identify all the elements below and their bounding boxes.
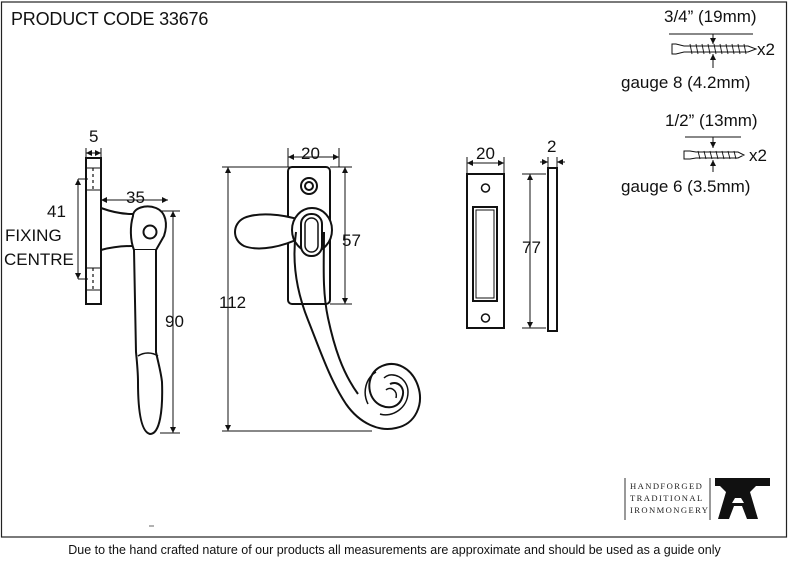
keep-side-plate: [547, 167, 558, 332]
screw-large: [669, 33, 758, 68]
screw-small: [683, 136, 746, 172]
dim-keep-thickness: 2: [547, 137, 557, 156]
screw-large-gauge: gauge 8 (4.2mm): [621, 73, 751, 92]
dim-fixing-centre-value: 41: [47, 202, 66, 221]
diagram-frame: PRODUCT CODE 33676 5 35 41 FIXING CENTRE…: [0, 1, 788, 538]
fixing-label-line1: FIXING: [5, 226, 62, 245]
brand-line1: HANDFORGED: [630, 481, 704, 491]
screw-large-qty: x2: [757, 40, 775, 59]
dim-handle-length: 90: [165, 312, 184, 331]
fixing-label-line2: CENTRE: [4, 250, 74, 269]
keep-side-view: [522, 157, 565, 332]
dim-keep-height: 77: [522, 238, 541, 257]
keep-front-view: [466, 157, 505, 329]
technical-drawing: [0, 1, 788, 538]
screw-small-gauge: gauge 6 (3.5mm): [621, 177, 751, 196]
front-view-handle: [293, 231, 421, 430]
side-view-handle-arm: [133, 249, 164, 436]
dim-side-projection: 35: [126, 188, 145, 207]
dim-side-plate-thickness: 5: [89, 127, 99, 146]
brand-line3: IRONMONGERY: [630, 505, 710, 515]
side-view-dimension-lines: [75, 148, 180, 434]
brand-line2: TRADITIONAL: [630, 493, 704, 503]
front-view-lever: [234, 213, 301, 250]
product-code: PRODUCT CODE 33676: [11, 9, 209, 29]
footer-disclaimer: Due to the hand crafted nature of our pr…: [68, 543, 721, 557]
screw-large-length: 3/4” (19mm): [664, 7, 757, 26]
dim-keep-width: 20: [476, 144, 495, 163]
side-view: [85, 157, 167, 436]
front-view: [222, 148, 421, 432]
dim-front-plate-width: 20: [301, 144, 320, 163]
screw-small-length: 1/2” (13mm): [665, 111, 758, 130]
drawing-border: [0, 1, 788, 538]
brand-block: [624, 478, 770, 520]
anvil-icon: [715, 478, 770, 519]
dim-front-plate-height: 57: [342, 231, 361, 250]
screw-small-qty: x2: [749, 146, 767, 165]
dim-overall-height: 112: [219, 293, 247, 312]
